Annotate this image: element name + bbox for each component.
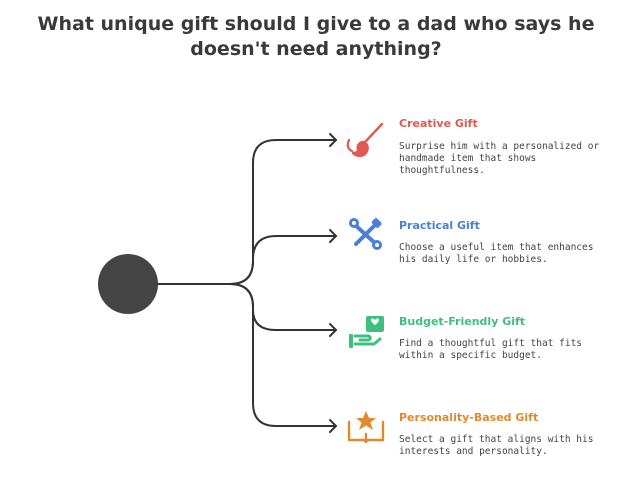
branch-desc-practical: Choose a useful item that enhances his d… <box>399 242 594 265</box>
connector-practical <box>157 235 337 285</box>
title-line-2: doesn't need anything? <box>190 38 442 60</box>
arrowhead-practical <box>329 229 337 243</box>
branch-title-practical: Practical Gift <box>399 219 480 232</box>
book-star-icon <box>347 411 385 444</box>
title-line-1: What unique gift should I give to a dad … <box>37 13 595 35</box>
branch-desc-creative: Surprise him with a personalized or hand… <box>399 141 600 176</box>
branch-title-personality: Personality-Based Gift <box>399 411 539 424</box>
tools-icon <box>349 218 382 250</box>
arrowhead-creative <box>329 133 337 147</box>
branch-title-budget: Budget-Friendly Gift <box>399 315 526 328</box>
connector-personality <box>157 283 337 427</box>
root-node <box>98 254 158 314</box>
connector-creative <box>157 139 337 285</box>
arrowhead-budget <box>329 323 337 337</box>
diagram-title: What unique gift should I give to a dad … <box>0 12 632 62</box>
arrowhead-personality <box>329 419 337 433</box>
paintbrush-icon <box>346 122 384 157</box>
branch-desc-budget: Find a thoughtful gift that fits within … <box>399 338 583 361</box>
branch-desc-personality: Select a gift that aligns with his inter… <box>399 434 594 457</box>
gift-hand-icon <box>349 316 384 348</box>
branch-title-creative: Creative Gift <box>399 117 478 130</box>
